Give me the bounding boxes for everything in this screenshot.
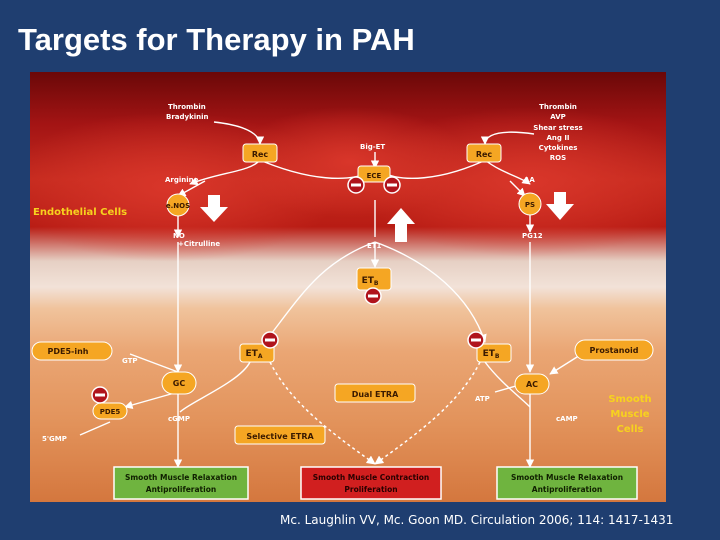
- pde5-box: PDE5: [92, 402, 128, 420]
- et-b-right-receptor-box: ETB: [476, 343, 512, 363]
- inhibit-et-a-symbol: [261, 331, 279, 349]
- right-stimulus-ang-ii: Ang II: [546, 134, 569, 142]
- et1-label: ET1: [367, 242, 382, 250]
- ps-label: PS: [525, 201, 535, 209]
- slide-title: Targets for Therapy in PAH: [18, 22, 415, 57]
- et1-secretion-arrow: [387, 208, 415, 242]
- right-stimulus-cytokines: Cytokines: [539, 144, 578, 152]
- outcome-left-line1: Smooth Muscle Relaxation: [125, 473, 237, 482]
- cgmp-label: cGMP: [168, 415, 190, 423]
- right-stimulus-shear-stress: Shear stress: [533, 124, 582, 132]
- pde5-label: PDE5: [100, 408, 121, 416]
- inhibit-et-b-symbol: [364, 287, 382, 305]
- dual-etra-box: Dual ETRA: [334, 383, 416, 403]
- citrulline-label: +Citrulline: [178, 240, 220, 248]
- enos-label: e.NOS: [166, 202, 190, 210]
- rec-left-box: Rec: [242, 143, 278, 163]
- atp-label: ATP: [475, 395, 490, 403]
- et-a-receptor-label: ETA: [246, 349, 263, 360]
- right-stimulus-thrombin: Thrombin: [539, 103, 577, 111]
- arginine-label: Arginine: [165, 176, 199, 184]
- rec-right-label: Rec: [476, 150, 493, 159]
- prostanoid-label: Prostanoid: [590, 346, 639, 355]
- rec-left-label: Rec: [252, 150, 269, 159]
- pde5-inh-label: PDE5-inh: [48, 347, 89, 356]
- et-a-receptor-box: ETA: [239, 343, 275, 363]
- five-gmp-label: 5'GMP: [42, 435, 67, 443]
- dual-etra-label: Dual ETRA: [352, 390, 399, 399]
- big-et-label: Big-ET: [360, 143, 385, 151]
- rec-to-ps-arrow: [546, 192, 574, 220]
- rec-right-box: Rec: [466, 143, 502, 163]
- pathway-labels: Big-ET Arginine AA NO +Citrulline ET1 PG…: [42, 143, 578, 443]
- et-b-receptor-label: ETB: [362, 276, 379, 287]
- left-stimuli: Thrombin Bradykinin: [166, 103, 209, 121]
- et-b-right-receptor-label: ETB: [483, 349, 500, 360]
- citation: Mc. Laughlin VV, Mc. Goon MD. Circulatio…: [280, 513, 674, 527]
- gc-box: GC: [161, 371, 197, 395]
- no-label: NO: [173, 232, 185, 240]
- inhibit-ece-left-symbol: [347, 176, 365, 194]
- camp-label: cAMP: [556, 415, 578, 423]
- left-stimulus-bradykinin: Bradykinin: [166, 113, 209, 121]
- gc-label: GC: [173, 379, 186, 388]
- selective-etra-box: Selective ETRA: [234, 425, 326, 445]
- smooth-muscle-cells-label-3: Cells: [617, 424, 644, 435]
- inhibit-ece-right-symbol: [383, 176, 401, 194]
- et-b-receptor-box: ETB: [356, 267, 392, 291]
- outcome-right-line1: Smooth Muscle Relaxation: [511, 473, 623, 482]
- pg12-label: PG12: [522, 232, 543, 240]
- endothelial-cell-center: [230, 107, 470, 217]
- prostanoid-box: Prostanoid: [574, 339, 654, 361]
- smooth-muscle-cells-label-2: Muscle: [610, 409, 649, 420]
- outcome-center-line1: Smooth Muscle Contraction: [313, 473, 429, 482]
- selective-etra-label: Selective ETRA: [246, 432, 314, 441]
- pah-therapy-target-diagram: Endothelial Cells Smooth Muscle Cells Th…: [30, 72, 666, 502]
- right-stimuli: Thrombin AVP Shear stress Ang II Cytokin…: [533, 103, 582, 162]
- outcome-left-line2: Antiproliferation: [146, 485, 216, 494]
- ece-label: ECE: [367, 172, 382, 180]
- right-stimulus-ros: ROS: [550, 154, 566, 162]
- ac-box: AC: [514, 373, 550, 395]
- enos-box: e.NOS: [166, 193, 190, 217]
- left-stimulus-thrombin: Thrombin: [168, 103, 206, 111]
- outcome-center-box: Smooth Muscle Contraction Proliferation: [300, 466, 442, 500]
- rec-to-enos-arrow: [200, 195, 228, 222]
- outcome-right-line2: Antiproliferation: [532, 485, 602, 494]
- outcome-center-line2: Proliferation: [344, 485, 397, 494]
- aa-label: AA: [524, 176, 535, 184]
- ac-label: AC: [526, 380, 538, 389]
- gtp-label: GTP: [122, 357, 138, 365]
- outcome-left-box: Smooth Muscle Relaxation Antiproliferati…: [113, 466, 249, 500]
- ps-box: PS: [518, 192, 542, 216]
- smooth-muscle-cells-label-1: Smooth: [608, 394, 651, 405]
- inhibit-pde5-symbol: [91, 386, 109, 404]
- inhibit-et-b-right-symbol: [467, 331, 485, 349]
- outcome-right-box: Smooth Muscle Relaxation Antiproliferati…: [496, 466, 638, 500]
- ece-box: ECE: [357, 165, 391, 183]
- pde5-inh-box: PDE5-inh: [31, 341, 113, 361]
- endothelial-cells-label: Endothelial Cells: [33, 207, 127, 218]
- right-stimulus-avp: AVP: [550, 113, 566, 121]
